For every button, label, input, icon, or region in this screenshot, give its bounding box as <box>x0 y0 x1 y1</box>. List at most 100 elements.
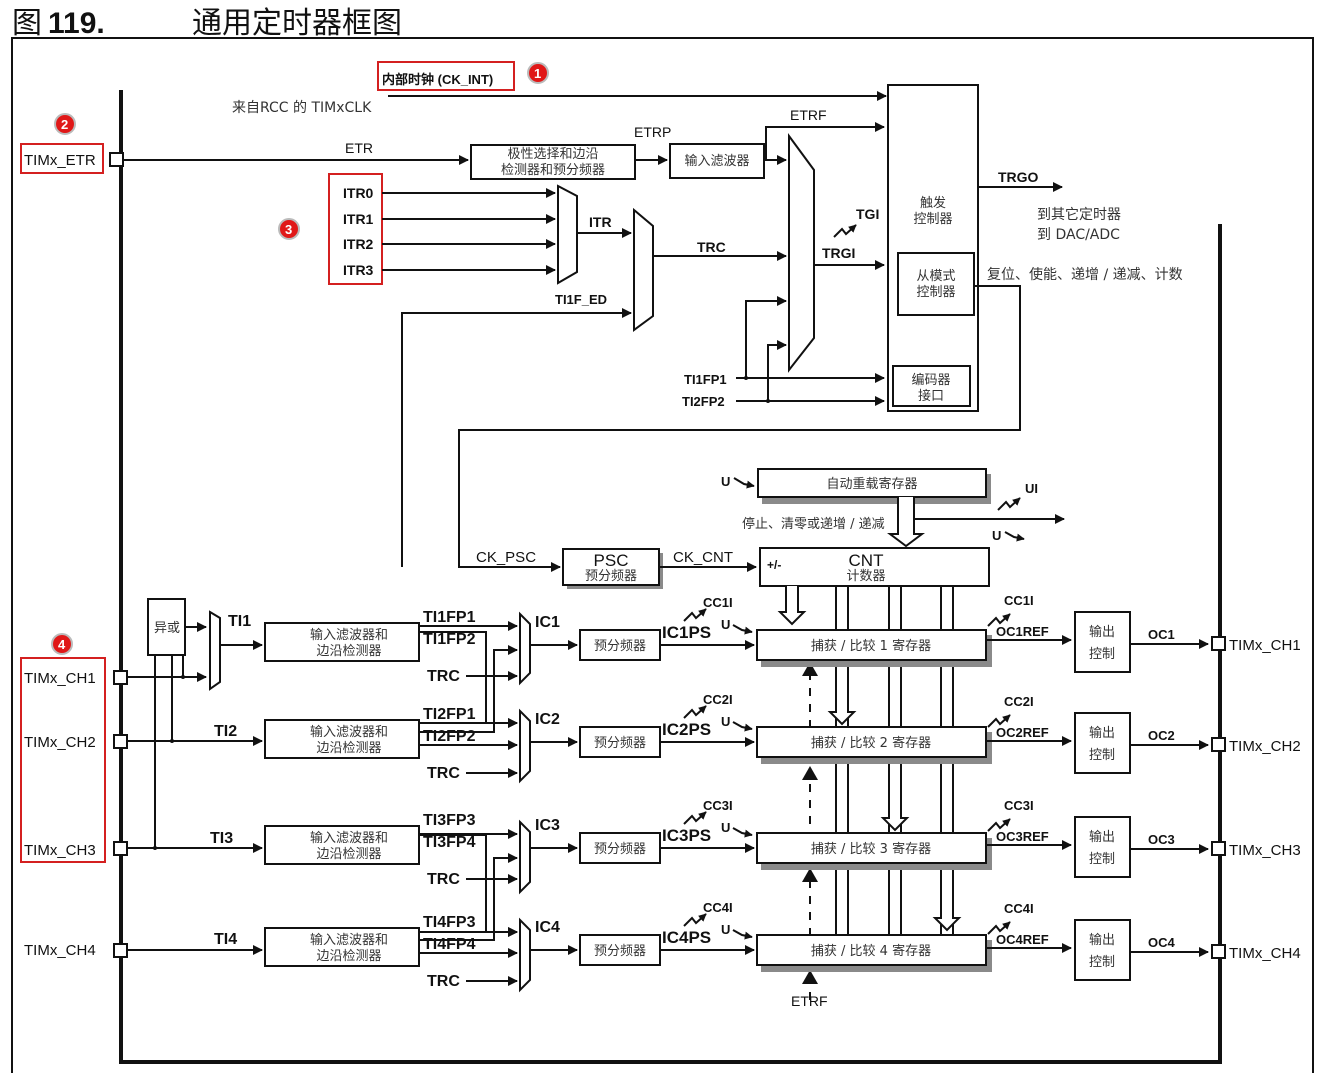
trgo-label: TRGO <box>998 169 1039 185</box>
itr-mux <box>557 184 578 285</box>
svg-text:3: 3 <box>285 222 292 237</box>
u-label: U <box>721 714 730 729</box>
fp-b-label: TI1FP2 <box>423 631 476 648</box>
highlight-box-ckint <box>377 61 515 91</box>
cc-out-label: CC1I <box>1004 593 1034 608</box>
filter-line2: 边沿检测器 <box>316 847 381 862</box>
slave-controller-line2: 控制器 <box>916 285 955 300</box>
capture-compare-register <box>756 726 987 758</box>
u-event-label: U <box>992 528 1001 543</box>
etr-filter-label: 输入滤波器 <box>684 153 749 169</box>
polarity-edge-prescaler-block <box>470 144 636 180</box>
highlight-box-itr <box>328 173 383 285</box>
fp-a-label: TI4FP3 <box>423 914 476 931</box>
filter-line2: 边沿检测器 <box>316 644 381 659</box>
cc-out-interrupt-icon <box>987 921 1011 935</box>
capture-compare-register <box>756 629 987 661</box>
etrf-up-arrows <box>802 662 818 984</box>
fp-a-label: TI1FP1 <box>423 609 476 626</box>
ocref-label: OC1REF <box>996 624 1049 639</box>
badge-3: 3 <box>278 218 300 240</box>
figure-name: 通用定时器框图 <box>192 6 402 41</box>
trc-mux <box>633 207 654 332</box>
pin-ch3-out[interactable] <box>1211 841 1226 856</box>
cnt-sublabel: 计数器 <box>846 569 885 584</box>
badge-4: 4 <box>51 633 73 655</box>
ic-prescaler-block <box>579 934 661 966</box>
pin-ch3-in[interactable] <box>113 841 128 856</box>
trgi-mux <box>788 132 815 373</box>
trigger-controller-line2: 控制器 <box>913 212 952 227</box>
prescaler-label: 预分频器 <box>594 736 646 751</box>
pin-label-ch3-out: TIMx_CH3 <box>1229 842 1301 859</box>
cc-interrupt-icon <box>683 608 707 622</box>
icps-label: IC1PS <box>662 623 711 642</box>
pin-label-ch4-in: TIMx_CH4 <box>24 942 96 959</box>
cc-out-interrupt-icon <box>987 613 1011 627</box>
ui-label: UI <box>1025 481 1038 496</box>
highlight-box-channels <box>20 657 106 863</box>
pin-ch2-in[interactable] <box>113 734 128 749</box>
trigger-controller-line1: 触发 <box>920 195 946 211</box>
pin-label-ch1-in: TIMx_CH1 <box>24 670 96 687</box>
output-control-line2: 控制 <box>1089 852 1115 867</box>
ic-prescaler-block <box>579 629 661 661</box>
output-control-line1: 输出 <box>1089 829 1115 845</box>
output-control-line2: 控制 <box>1089 748 1115 763</box>
cnt-counter-block <box>759 547 990 587</box>
psc-block <box>562 548 660 586</box>
encoder-line2: 接口 <box>918 388 944 404</box>
output-control-block <box>1074 816 1131 878</box>
ti1-label: TI1 <box>228 613 251 630</box>
fp-cross-wiring <box>419 631 518 958</box>
polarity-block-line2: 检测器和预分频器 <box>501 163 605 178</box>
trc-input-label: TRC <box>427 871 460 888</box>
filter-line2: 边沿检测器 <box>316 949 381 964</box>
ic-mux <box>519 708 531 784</box>
itr3-label: ITR3 <box>343 262 374 278</box>
pin-label-ch1-out: TIMx_CH1 <box>1229 637 1301 654</box>
ui-interrupt-icon <box>997 497 1021 511</box>
filter-line1: 输入滤波器和 <box>310 830 388 846</box>
channel-2: 输入滤波器和边沿检测器TI2FP1TI2FP2TRCIC2预分频器IC2PSCC… <box>264 692 1301 784</box>
ti2fp2-label: TI2FP2 <box>682 394 725 409</box>
pin-ch1-out[interactable] <box>1211 636 1226 651</box>
trigger-controller-block <box>887 84 979 412</box>
trgo-dest-line1: 到其它定时器 <box>1037 206 1121 223</box>
cc-interrupt-label: CC2I <box>703 692 733 707</box>
pin-ch1-in[interactable] <box>113 670 128 685</box>
svg-text:1: 1 <box>534 66 541 81</box>
pin-label-ch2-out: TIMx_CH2 <box>1229 738 1301 755</box>
output-control-block <box>1074 611 1131 673</box>
ic-label: IC4 <box>535 919 560 936</box>
tgi-label: TGI <box>856 206 879 222</box>
etrf-label: ETRF <box>790 107 827 123</box>
etr-label: ETR <box>345 140 373 156</box>
icps-label: IC3PS <box>662 826 711 845</box>
pin-ch2-out[interactable] <box>1211 737 1226 752</box>
ti1fp1-label: TI1FP1 <box>684 372 727 387</box>
ti1-mux <box>209 610 221 691</box>
oc-label: OC2 <box>1148 728 1175 743</box>
ic-label: IC3 <box>535 817 560 834</box>
register-label: 捕获 / 比较 3 寄存器 <box>811 841 931 857</box>
fp-b-label: TI2FP2 <box>423 728 476 745</box>
pin-ch4-out[interactable] <box>1211 944 1226 959</box>
ti2fp2-to-mux <box>767 340 787 401</box>
svg-text:4: 4 <box>58 637 66 652</box>
trgo-dest-line2: 到 DAC/ADC <box>1037 227 1120 243</box>
ic-mux <box>519 819 531 895</box>
register-label: 捕获 / 比较 1 寄存器 <box>811 638 931 654</box>
cc-out-interrupt-icon <box>987 818 1011 832</box>
register-label: 捕获 / 比较 4 寄存器 <box>811 943 931 959</box>
cc-interrupt-label: CC3I <box>703 798 733 813</box>
trc-input-label: TRC <box>427 668 460 685</box>
output-control-line2: 控制 <box>1089 647 1115 662</box>
pin-etr[interactable] <box>109 152 124 167</box>
input-filter-edge-detector <box>264 825 420 865</box>
filter-line2: 边沿检测器 <box>316 741 381 756</box>
pin-ch4-in[interactable] <box>113 943 128 958</box>
etrf-bottom-label: ETRF <box>791 993 828 1009</box>
u-label: U <box>721 617 730 632</box>
svg-text:2: 2 <box>61 117 68 132</box>
